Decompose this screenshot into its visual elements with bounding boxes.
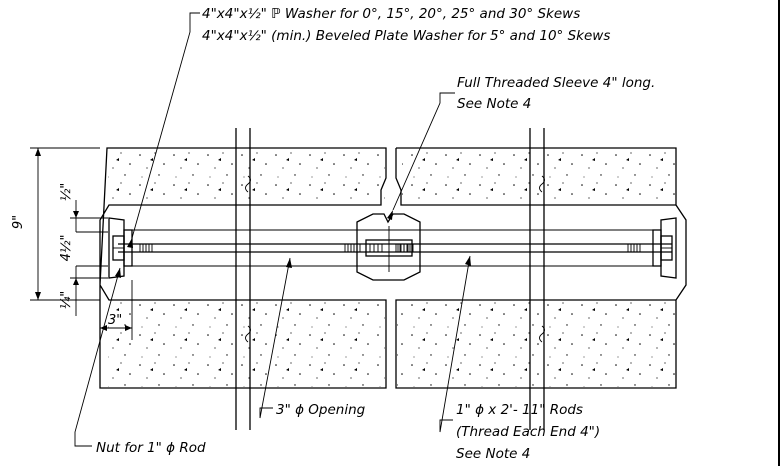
concrete-fill-right-bottom (397, 301, 675, 387)
concrete-panel-left (99, 147, 387, 389)
concrete-fill-right-top (402, 149, 675, 204)
tie-rod (118, 243, 672, 253)
threaded-sleeve-block (356, 213, 421, 281)
sleeve-label-line1: Full Threaded Sleeve 4" long. (457, 75, 655, 91)
dimension-bottom: ¼" (59, 291, 74, 310)
rods-label-line1: 1" ϕ x 2'- 11" Rods (456, 402, 583, 418)
leader-lines (74, 12, 471, 447)
washer-label-line1: 4"x4"x½" ℙ Washer for 0°, 15°, 20°, 25° … (202, 6, 580, 22)
opening-lines-right (529, 128, 545, 430)
dimension-top: ½" (59, 183, 74, 202)
concrete-fill-left-bottom (108, 301, 385, 387)
washer-label-line2: 4"x4"x½" (min.) Beveled Plate Washer for… (202, 28, 610, 44)
concrete-panel-right (395, 147, 687, 389)
opening-lines-left (235, 128, 251, 430)
dimension-edge: 3" (108, 313, 122, 328)
left-plate-washer (108, 217, 133, 279)
right-plate-washer (652, 217, 677, 279)
nut-label: Nut for 1" ϕ Rod (96, 440, 206, 456)
opening-label: 3" ϕ Opening (276, 402, 366, 418)
rods-label-line3: See Note 4 (456, 446, 530, 462)
rods-label-line2: (Thread Each End 4") (456, 424, 600, 440)
rod-threads (139, 244, 641, 252)
dimension-middle: 4½" (59, 235, 74, 262)
dimension-overall: 9" (11, 215, 26, 229)
dimension-lines (30, 147, 133, 340)
sleeve-label-line2: See Note 4 (457, 96, 531, 112)
